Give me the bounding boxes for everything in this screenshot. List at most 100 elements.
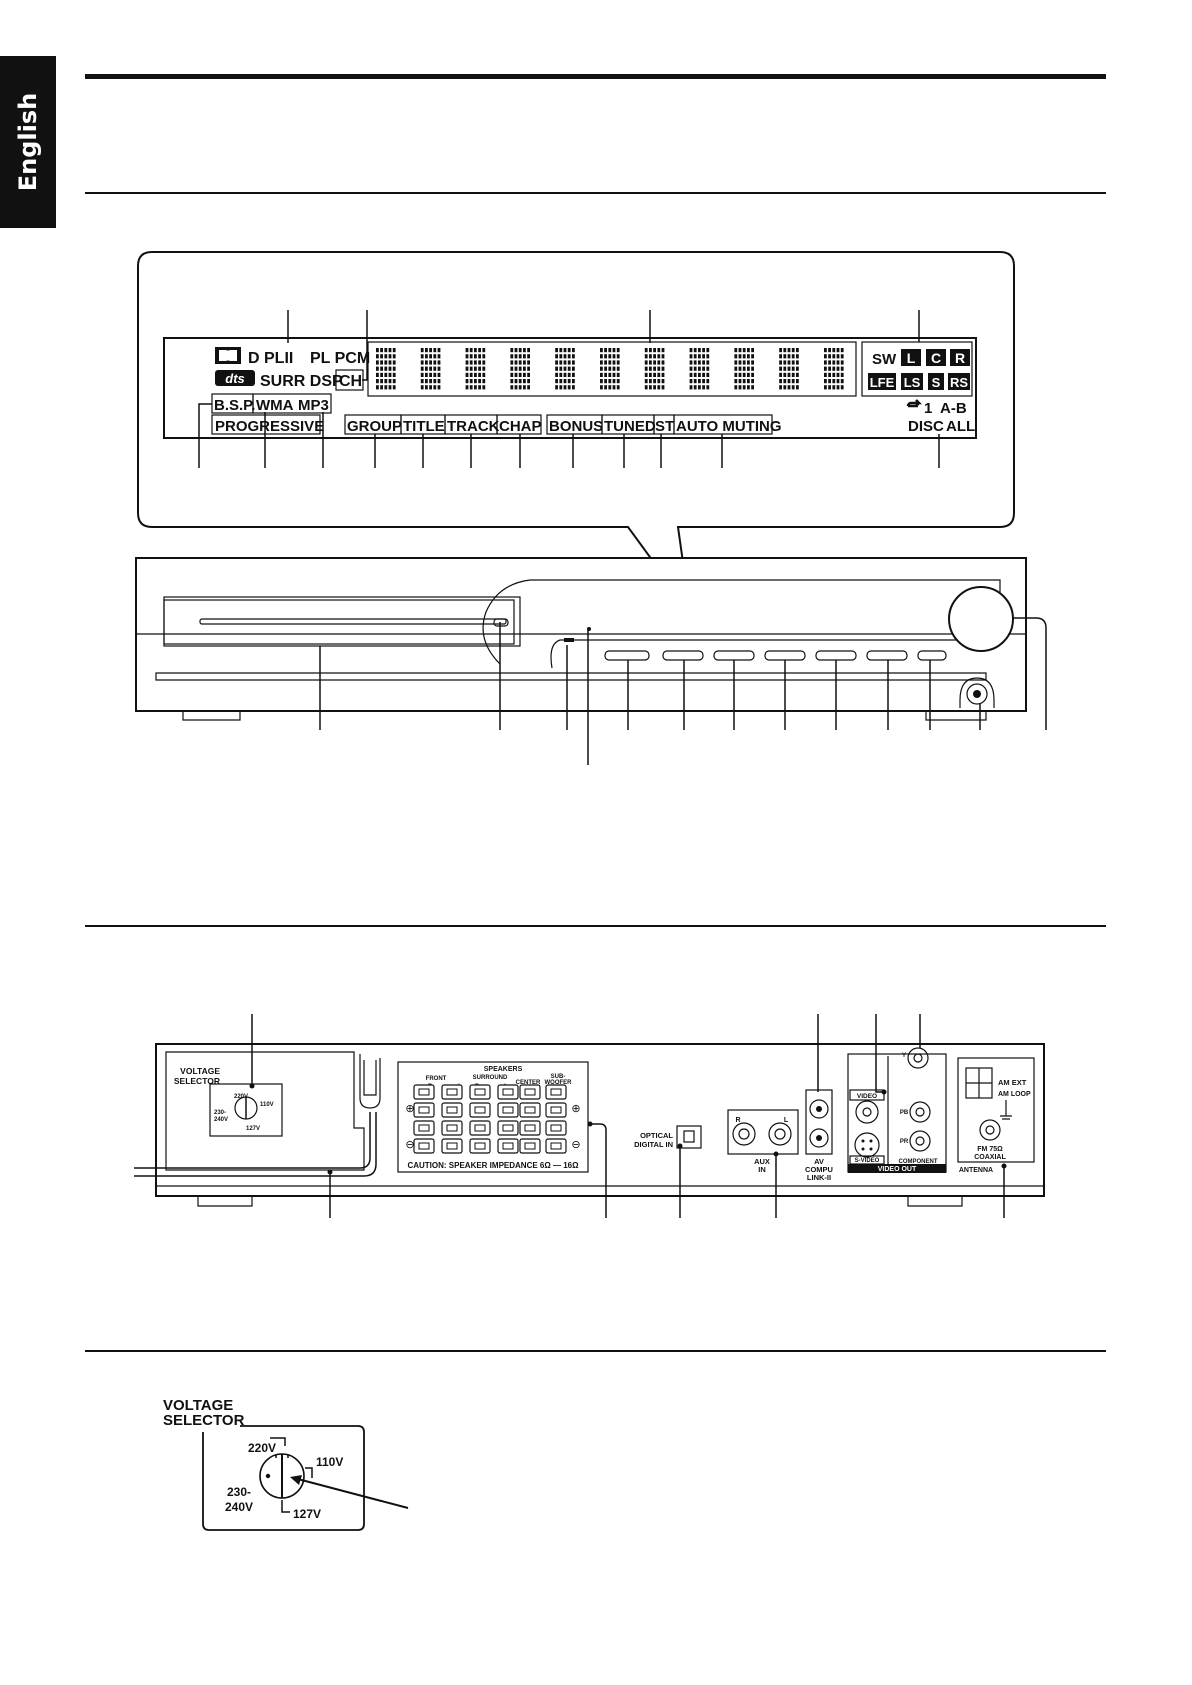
component-pb-jack[interactable] [909, 1101, 931, 1123]
av-compu-link-jack-2[interactable] [809, 1128, 829, 1148]
speaker-terminal[interactable] [441, 1102, 463, 1118]
matrix-dot [478, 348, 481, 353]
matrix-dot [836, 360, 840, 365]
matrix-dot [429, 366, 432, 371]
matrix-dot [392, 385, 396, 390]
skip-forward-button[interactable] [866, 650, 908, 661]
master-volume-knob[interactable] [948, 586, 1014, 652]
fm-coaxial-jack[interactable] [979, 1119, 1001, 1141]
speaker-terminal[interactable] [519, 1120, 541, 1136]
aux-in-r-jack[interactable] [732, 1122, 756, 1146]
matrix-dot [661, 379, 665, 384]
video-out-jack[interactable] [855, 1100, 879, 1124]
speaker-terminal[interactable] [413, 1120, 435, 1136]
matrix-dot [824, 360, 827, 365]
matrix-dot [689, 385, 693, 390]
speaker-terminal[interactable] [413, 1084, 435, 1100]
matrix-dot [600, 385, 603, 390]
speaker-terminal[interactable] [441, 1138, 463, 1154]
phones-jack[interactable] [966, 683, 988, 705]
matrix-dot [779, 379, 782, 384]
aux-in-l-jack[interactable] [768, 1122, 792, 1146]
standby-on-button[interactable] [604, 650, 650, 661]
speaker-terminal[interactable] [497, 1084, 519, 1100]
speaker-terminal[interactable] [469, 1138, 491, 1154]
title-indicator: TITLE [403, 418, 445, 435]
speaker-terminal[interactable] [519, 1084, 541, 1100]
speaker-terminal[interactable] [441, 1120, 463, 1136]
disc-tray-slot[interactable] [199, 618, 507, 625]
matrix-dot [392, 379, 396, 384]
matrix-dot [649, 379, 652, 384]
matrix-dot [425, 360, 428, 365]
matrix-dot [563, 348, 567, 353]
matrix-dot [559, 360, 563, 365]
speaker-terminal[interactable] [497, 1138, 519, 1154]
speaker-terminal[interactable] [519, 1102, 541, 1118]
setting-button[interactable] [917, 650, 947, 661]
play-button[interactable] [662, 650, 704, 661]
speaker-terminal[interactable] [545, 1102, 567, 1118]
matrix-dot [555, 372, 558, 377]
speaker-terminal[interactable] [469, 1120, 491, 1136]
matrix-dot [518, 348, 522, 353]
dpl2-indicator: D PLII [248, 350, 293, 367]
matrix-dot [787, 379, 791, 384]
matrix-dot [828, 348, 831, 353]
speaker-terminal[interactable] [497, 1102, 519, 1118]
matrix-dot [510, 348, 514, 353]
matrix-dot [469, 360, 473, 365]
av-compu-link-jack-1[interactable] [809, 1099, 829, 1119]
speaker-terminal[interactable] [441, 1084, 463, 1100]
matrix-dot [469, 372, 473, 377]
disc-indicator: DISC [908, 418, 944, 435]
matrix-dot [779, 372, 782, 377]
component-y-jack[interactable] [907, 1047, 929, 1069]
matrix-dot [832, 354, 836, 359]
matrix-dot [510, 372, 514, 377]
matrix-dot [437, 366, 441, 371]
speaker-terminal-hole [502, 1124, 514, 1132]
matrix-dot [388, 385, 392, 390]
matrix-dot [832, 348, 836, 353]
matrix-dot [478, 354, 481, 359]
matrix-dot [608, 385, 612, 390]
speaker-terminal-hole [550, 1142, 562, 1150]
speaker-terminal[interactable] [545, 1084, 567, 1100]
matrix-dot [787, 354, 791, 359]
matrix-dot [824, 379, 827, 384]
matrix-dot [783, 372, 787, 377]
open-close-button[interactable] [493, 618, 509, 627]
speaker-terminal[interactable] [413, 1138, 435, 1154]
matrix-dot [604, 354, 607, 359]
matrix-dot [836, 385, 840, 390]
speaker-terminal-hole [418, 1142, 430, 1150]
matrix-dot [796, 385, 799, 390]
speaker-terminal[interactable] [545, 1138, 567, 1154]
s-video-out-jack[interactable] [854, 1132, 880, 1158]
matrix-dot [661, 385, 665, 390]
matrix-dot [429, 360, 432, 365]
matrix-dot [840, 348, 844, 353]
matrix-dot [791, 366, 795, 371]
speaker-terminal[interactable] [497, 1120, 519, 1136]
matrix-dot [437, 348, 441, 353]
speaker-terminal[interactable] [469, 1084, 491, 1100]
matrix-dot [698, 385, 701, 390]
speaker-terminal[interactable] [469, 1102, 491, 1118]
matrix-dot [702, 372, 705, 377]
matrix-dot [791, 379, 795, 384]
component-pr-jack[interactable] [909, 1130, 931, 1152]
matrix-dot [783, 348, 787, 353]
matrix-dot [518, 360, 522, 365]
speaker-terminal[interactable] [413, 1102, 435, 1118]
matrix-dot [840, 360, 844, 365]
optical-digital-in-jack[interactable] [676, 1125, 702, 1149]
speaker-terminals[interactable] [413, 1084, 567, 1154]
speaker-terminal[interactable] [519, 1138, 541, 1154]
speaker-terminal[interactable] [545, 1120, 567, 1136]
matrix-dot [518, 385, 522, 390]
matrix-dot [608, 348, 612, 353]
speaker-impedance-caution: CAUTION: SPEAKER IMPEDANCE 6Ω — 16Ω [407, 1161, 579, 1170]
